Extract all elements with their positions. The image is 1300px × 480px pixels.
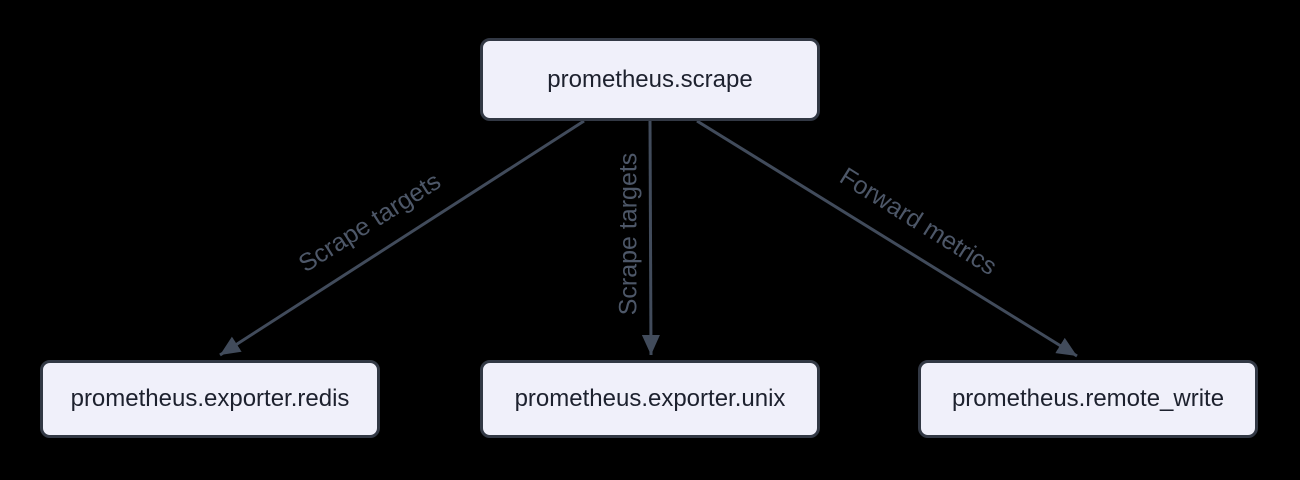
node-prometheus-scrape: prometheus.scrape (480, 38, 820, 121)
node-prometheus-remote-write: prometheus.remote_write (918, 360, 1258, 438)
edge-label-scrape-targets-unix: Scrape targets (614, 152, 643, 316)
node-prometheus-exporter-unix: prometheus.exporter.unix (480, 360, 820, 438)
edge-scrape-to-remote-write (696, 119, 1078, 358)
edge-scrape-to-redis (219, 119, 585, 357)
edge-scrape-to-unix (641, 120, 660, 356)
node-prometheus-exporter-redis: prometheus.exporter.redis (40, 360, 380, 438)
